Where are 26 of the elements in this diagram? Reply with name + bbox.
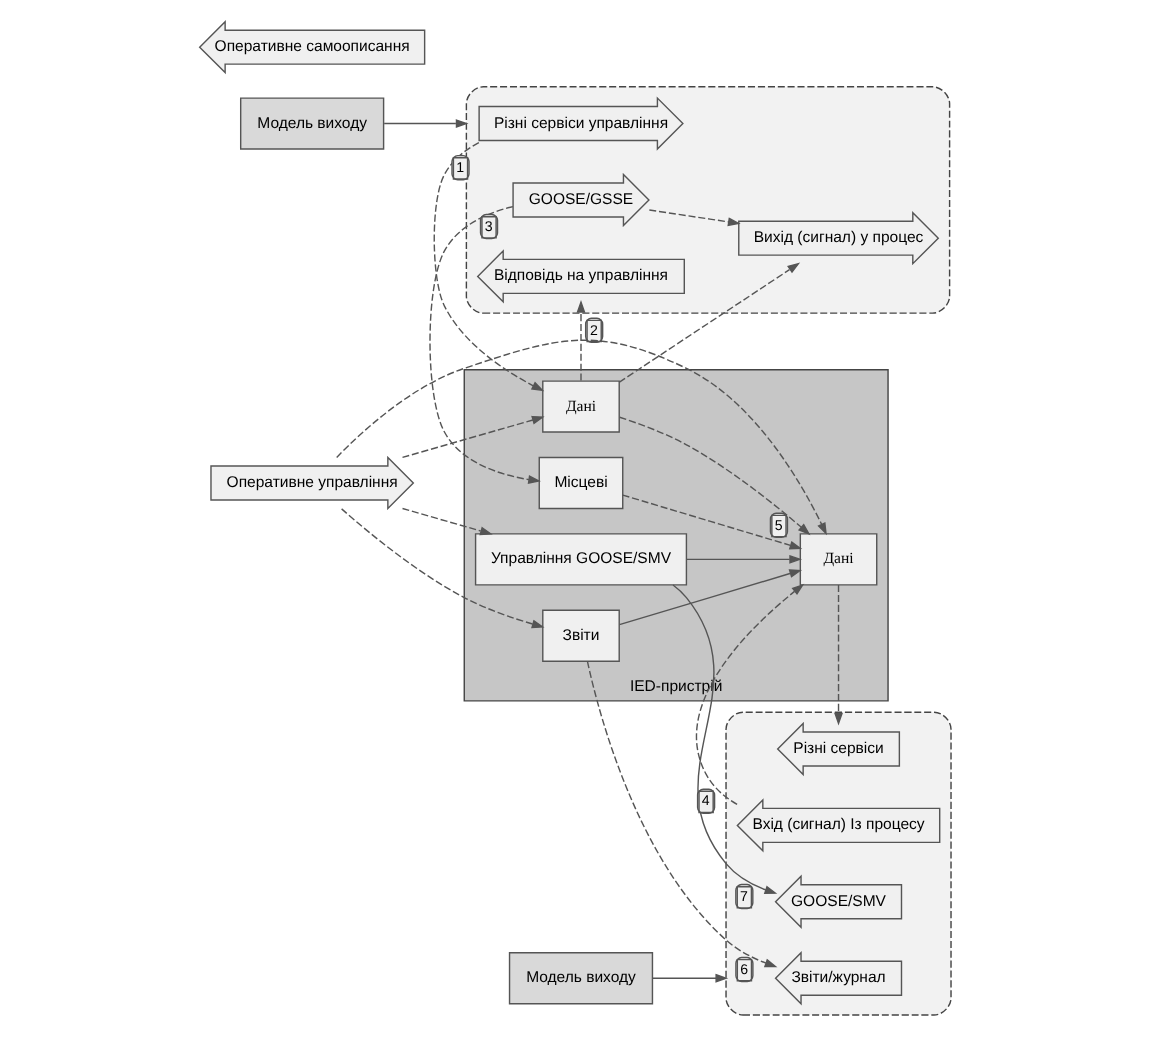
- node-box: Модель виходу: [240, 97, 385, 150]
- arrow: [429, 205, 541, 484]
- arrow: [672, 584, 778, 894]
- arrow: [618, 262, 801, 383]
- arrow: [401, 415, 545, 459]
- arrow: [576, 299, 586, 382]
- node-box: Дані: [799, 533, 878, 586]
- arrow: [433, 141, 545, 392]
- arrow: [834, 584, 843, 726]
- arrow: [401, 507, 493, 536]
- arrow: [686, 554, 803, 564]
- arrow: [695, 583, 805, 806]
- arrow: [651, 973, 729, 983]
- node-box: Управління GOOSE/SMV: [474, 533, 688, 586]
- node-box: Модель виходу: [508, 952, 654, 1005]
- arrow: [618, 416, 811, 536]
- arrow: [340, 508, 545, 629]
- node-box: Місцеві: [538, 456, 624, 510]
- arrow: [336, 339, 827, 536]
- arrow: [586, 660, 778, 968]
- arrow: [622, 494, 803, 550]
- arrow: [383, 119, 469, 128]
- arrow: [648, 209, 741, 227]
- node-box: Дані: [542, 380, 620, 433]
- node-box: Звіти: [542, 609, 620, 662]
- arrow: [618, 569, 803, 626]
